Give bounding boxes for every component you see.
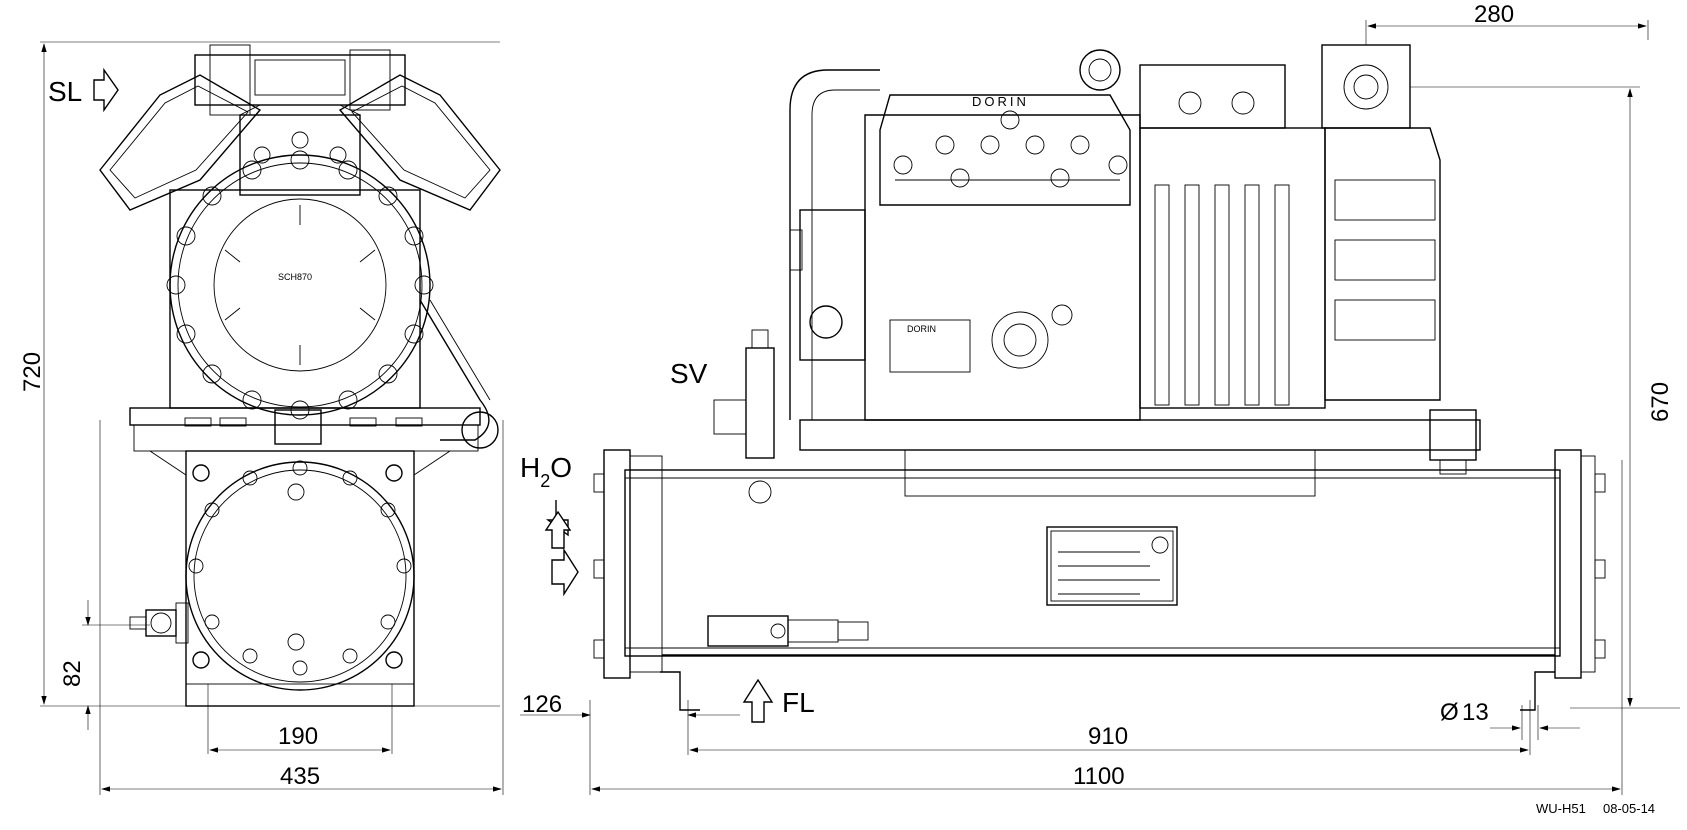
brand-mark: DORIN — [972, 94, 1029, 109]
base-rail — [799, 419, 1481, 451]
labels: SL SV H2O FL 720 82 190 435 280 670 126 … — [19, 1, 1674, 816]
dim-dia-symbol: Ø — [1440, 699, 1459, 726]
fl-arrow — [742, 678, 774, 723]
condenser-left-flange — [603, 449, 631, 679]
receiver-block — [185, 450, 415, 707]
dim-1100: 1100 — [1073, 763, 1125, 790]
dim-910: 910 — [1088, 723, 1128, 750]
drawing-code: WU-H51 — [1536, 801, 1586, 816]
dim-280: 280 — [1474, 1, 1514, 28]
dim-435: 435 — [280, 763, 320, 790]
drawing-date: 08-05-14 — [1603, 801, 1655, 816]
dim-82: 82 — [59, 660, 86, 687]
dim-720: 720 — [19, 352, 46, 392]
dim-190: 190 — [278, 723, 318, 750]
motor-section — [1139, 127, 1326, 409]
dim-13: 13 — [1462, 699, 1489, 726]
label-fl: FL — [782, 687, 815, 718]
dim-126: 126 — [522, 691, 562, 718]
cylinder-head-left — [99, 74, 262, 211]
h2o-in-arrow — [551, 547, 579, 597]
dimension-lines — [40, 20, 1680, 795]
flow-line-fitting — [707, 615, 789, 647]
compressor-model-mark: SCH870 — [278, 272, 312, 282]
service-valve — [745, 347, 775, 459]
compressor-end-cover — [169, 154, 431, 416]
receiver-end-cover — [185, 461, 415, 691]
label-h2o-main: H — [520, 452, 540, 483]
label-sl: SL — [48, 76, 82, 107]
sl-arrow — [93, 67, 119, 113]
label-h2o-end: O — [550, 452, 572, 483]
condenser-tube — [624, 469, 1561, 657]
cylinder-head-right — [338, 74, 501, 211]
label-sv: SV — [670, 358, 708, 389]
flow-arrows — [93, 67, 774, 723]
discharge-valve — [1321, 44, 1411, 129]
condenser-right-flange — [1554, 449, 1582, 679]
front-view: SCH870 — [99, 44, 501, 707]
side-view: DORIN DORIN — [593, 44, 1606, 711]
dim-670: 670 — [1647, 382, 1674, 422]
cover-bolts — [188, 460, 412, 676]
housing-plate-mark: DORIN — [907, 324, 936, 334]
compressor-housing — [864, 114, 1141, 421]
label-h2o-sub: 2 — [540, 471, 550, 491]
top-valve-block — [194, 54, 406, 106]
label-h2o: H2O — [520, 452, 572, 491]
nameplate — [1046, 526, 1178, 606]
